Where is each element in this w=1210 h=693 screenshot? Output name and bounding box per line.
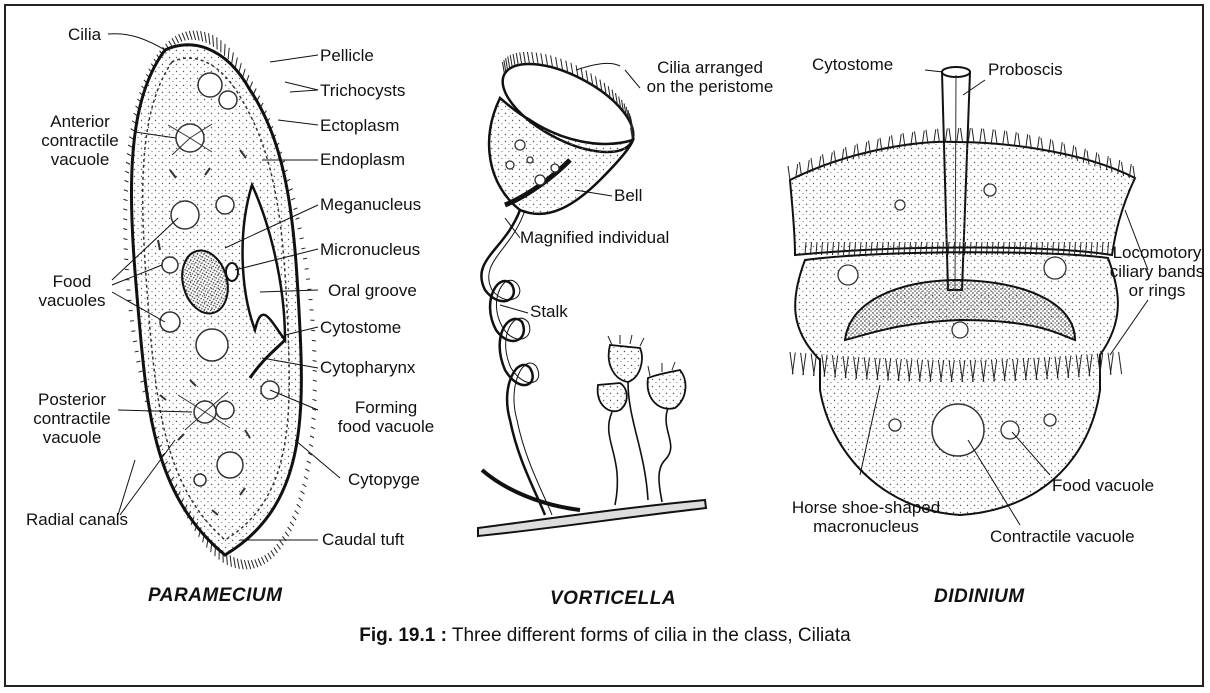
label-line: Locomotory [1098, 243, 1210, 262]
label-trichocysts: Trichocysts [320, 81, 405, 100]
micronucleus [226, 263, 238, 281]
title-didinium: DIDINIUM [934, 586, 1025, 608]
label-line: Anterior [24, 112, 136, 131]
label-line: Posterior [22, 390, 122, 409]
label-line: Horse shoe-shaped [786, 498, 946, 517]
label-food-vacuoles: Food vacuoles [30, 272, 114, 310]
figure-caption: Fig. 19.1 : Three different forms of cil… [0, 625, 1210, 647]
label-cytopyge: Cytopyge [348, 470, 420, 489]
paramecium-drawing [108, 31, 340, 570]
label-caudal-tuft: Caudal tuft [322, 530, 404, 549]
label-line: Food [30, 272, 114, 291]
label-proboscis: Proboscis [988, 60, 1063, 79]
label-cytopharynx: Cytopharynx [320, 358, 415, 377]
label-line: vacuole [22, 428, 122, 447]
label-cytostome: Cytostome [320, 318, 401, 337]
title-vorticella: VORTICELLA [550, 588, 676, 610]
label-contractile-vacuole: Contractile vacuole [990, 527, 1135, 546]
didinium-drawing [788, 67, 1148, 525]
label-anterior-contractile-vacuole: Anterior contractile vacuole [24, 112, 136, 169]
label-line: vacuole [24, 150, 136, 169]
label-endoplasm: Endoplasm [320, 150, 405, 169]
label-line: on the peristome [620, 77, 800, 96]
label-horseshoe-macronucleus: Horse shoe-shaped macronucleus [786, 498, 946, 536]
label-line: contractile [24, 131, 136, 150]
substrate [478, 500, 706, 536]
vorticella-drawing [478, 46, 706, 536]
label-stalk: Stalk [530, 302, 568, 321]
label-posterior-contractile-vacuole: Posterior contractile vacuole [22, 390, 122, 447]
label-meganucleus: Meganucleus [320, 195, 421, 214]
label-cilia-peristome: Cilia arranged on the peristome [620, 58, 800, 96]
small-individuals [598, 345, 686, 411]
label-food-vacuole: Food vacuole [1052, 476, 1154, 495]
stalk [481, 210, 545, 515]
label-locomotory-bands: Locomotory ciliary bands or rings [1098, 243, 1210, 300]
label-radial-canals: Radial canals [26, 510, 128, 529]
label-cilia: Cilia [68, 25, 101, 44]
label-oral-groove: Oral groove [328, 281, 417, 300]
label-line: macronucleus [786, 517, 946, 536]
label-magnified-individual: Magnified individual [520, 228, 669, 247]
didinium-upper [790, 142, 1135, 255]
label-ectoplasm: Ectoplasm [320, 116, 399, 135]
label-didinium-cytostome: Cytostome [812, 55, 893, 74]
label-line: contractile [22, 409, 122, 428]
label-line: ciliary bands [1098, 262, 1210, 281]
caption-figure-number: Fig. 19.1 : [359, 625, 447, 646]
label-line: food vacuole [320, 417, 452, 436]
caption-text: Three different forms of cilia in the cl… [447, 625, 851, 646]
label-pellicle: Pellicle [320, 46, 374, 65]
label-micronucleus: Micronucleus [320, 240, 420, 259]
label-forming-food-vacuole: Forming food vacuole [320, 398, 452, 436]
label-line: or rings [1098, 281, 1210, 300]
label-line: vacuoles [30, 291, 114, 310]
label-bell: Bell [614, 186, 642, 205]
title-paramecium: PARAMECIUM [148, 585, 282, 607]
label-line: Forming [320, 398, 452, 417]
contractile-vacuole [932, 404, 984, 456]
label-line: Cilia arranged [620, 58, 800, 77]
